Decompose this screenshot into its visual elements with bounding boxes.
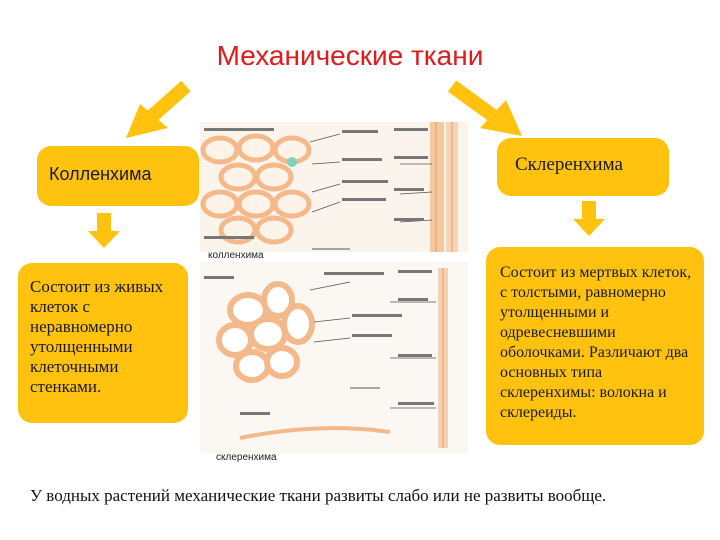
arrow-down-left-icon	[88, 213, 120, 248]
collenchyma-description-box: Состоит из живых клеток с неравномерно у…	[18, 263, 188, 423]
sclerenchyma-heading: Склеренхима	[515, 154, 623, 175]
collenchyma-caption: колленхима	[208, 250, 264, 261]
sclerenchyma-description: Состоит из мертвых клеток, с толстыми, р…	[500, 264, 692, 421]
arrow-right-diagonal-icon	[447, 80, 522, 136]
sclerenchyma-heading-box: Склеренхима	[497, 138, 669, 196]
arrow-down-right-icon	[573, 201, 605, 236]
collenchyma-heading-box: Колленхима	[37, 146, 199, 206]
arrow-left-diagonal-icon	[126, 80, 191, 138]
footer-note: У водных растений механические ткани раз…	[30, 486, 607, 505]
collenchyma-description: Состоит из живых клеток с неравномерно у…	[30, 277, 164, 396]
sclerenchyma-illustration	[200, 262, 468, 454]
sclerenchyma-caption: склеренхима	[216, 452, 277, 463]
sclerenchyma-description-box: Состоит из мертвых клеток, с толстыми, р…	[486, 247, 704, 445]
collenchyma-illustration	[200, 122, 468, 252]
collenchyma-heading: Колленхима	[49, 164, 152, 184]
page-title: Механические ткани	[216, 40, 484, 71]
